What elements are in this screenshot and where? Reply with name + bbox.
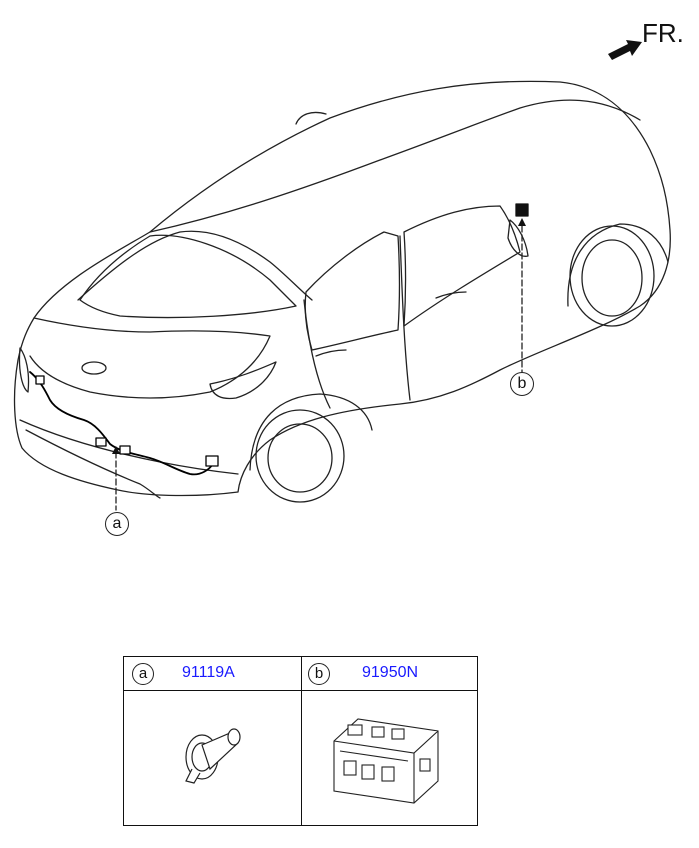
front-label: FR. xyxy=(642,18,684,48)
door-line xyxy=(399,235,411,401)
roof-rear xyxy=(77,230,313,301)
parts-table: a 91119A b 91950N xyxy=(123,656,478,826)
harness-connector xyxy=(119,445,131,455)
tail-light-right xyxy=(209,361,277,400)
rear-window xyxy=(79,234,297,319)
part-number: 91119A xyxy=(182,664,235,681)
front-wheel-arch xyxy=(567,223,669,307)
rear-wheel-inner xyxy=(267,423,333,493)
trunk-lid xyxy=(29,317,271,399)
vehicle-diagram xyxy=(13,80,671,511)
part-ref-badge: a xyxy=(132,663,154,685)
tail-light-left xyxy=(18,347,30,393)
roof-antenna xyxy=(295,111,327,125)
table-divider-horizontal xyxy=(124,690,477,692)
rear-bumper xyxy=(19,419,239,475)
emblem xyxy=(81,361,107,375)
rear-door-line xyxy=(303,299,331,409)
roof-line xyxy=(149,99,641,233)
grommet-icon xyxy=(185,728,241,784)
table-divider-vertical xyxy=(301,657,303,825)
junction-box-location xyxy=(515,203,529,217)
callout-a: a xyxy=(105,512,129,536)
harness-connector xyxy=(35,375,45,385)
side-mirror xyxy=(507,219,529,257)
rear-side-window xyxy=(304,231,401,351)
callout-b: b xyxy=(510,372,534,396)
rear-wiring-harness xyxy=(29,371,215,476)
harness-connector xyxy=(95,437,107,447)
junction-box-icon xyxy=(333,718,439,804)
front-side-window xyxy=(403,205,521,327)
part-number: 91950N xyxy=(362,664,419,681)
part-ref-badge: b xyxy=(308,663,330,685)
body-outline xyxy=(13,80,671,497)
front-wheel-inner xyxy=(581,239,643,317)
front-door-handle xyxy=(435,291,467,299)
front-arrow-icon xyxy=(608,40,642,60)
rear-diffuser xyxy=(25,429,161,499)
harness-connector xyxy=(205,455,219,467)
rear-wheel xyxy=(255,409,345,503)
front-direction-indicator: FR. xyxy=(606,18,696,62)
rear-wheel-arch xyxy=(249,393,373,471)
rear-door-handle xyxy=(315,349,347,357)
